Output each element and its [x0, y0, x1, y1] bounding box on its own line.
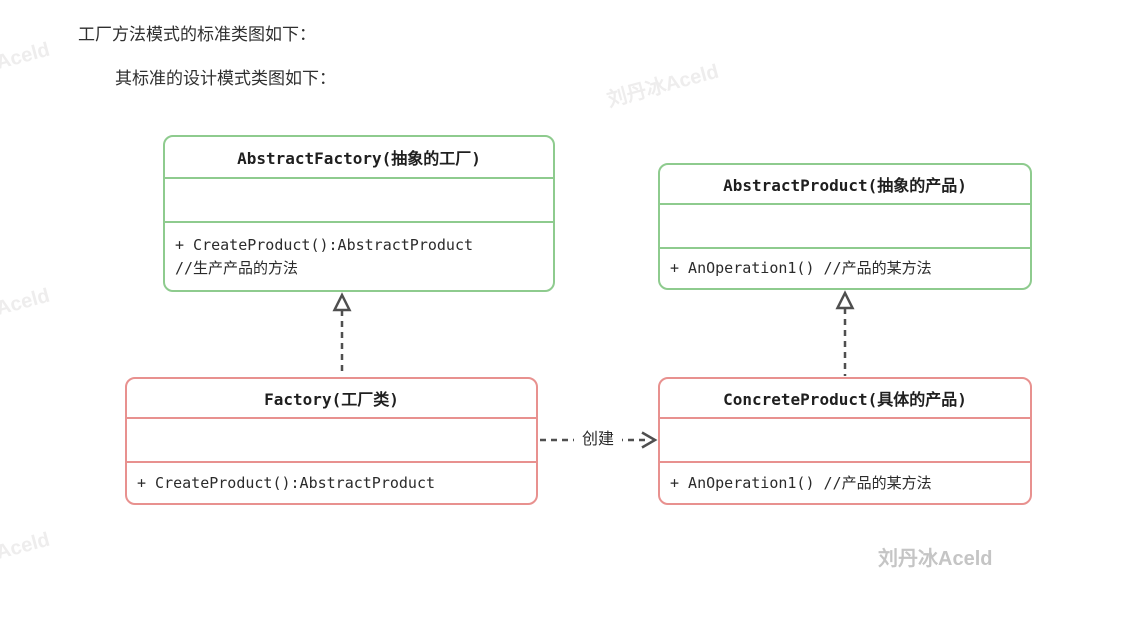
class-methods-section: + AnOperation1() //产品的某方法 — [660, 461, 1030, 503]
method-line: + AnOperation1() //产品的某方法 — [670, 473, 932, 492]
hollow-triangle-arrowhead-icon — [332, 292, 352, 312]
watermark-text: 刘丹冰Aceld — [0, 284, 53, 336]
realization-arrow-concrete-product-to-abstract-product — [835, 290, 855, 376]
class-title: ConcreteProduct(具体的产品) — [723, 390, 967, 409]
class-box-abstract-factory: AbstractFactory(抽象的工厂) + CreateProduct()… — [163, 135, 555, 292]
class-attributes-section — [127, 417, 536, 461]
class-methods-section: + AnOperation1() //产品的某方法 — [660, 247, 1030, 288]
hollow-triangle-arrowhead-icon — [835, 290, 855, 310]
watermark-text: 刘丹冰Aceld — [604, 60, 722, 112]
class-attributes-section — [165, 177, 553, 221]
watermark-text: 刘丹冰Aceld — [0, 528, 53, 580]
class-attributes-section — [660, 203, 1030, 247]
class-title: AbstractProduct(抽象的产品) — [723, 176, 967, 195]
class-title: AbstractFactory(抽象的工厂) — [237, 149, 481, 168]
class-box-factory: Factory(工厂类) + CreateProduct():AbstractP… — [125, 377, 538, 505]
class-methods-section: + CreateProduct():AbstractProduct //生产产品… — [165, 221, 553, 290]
class-title: Factory(工厂类) — [264, 390, 399, 409]
method-comment-line: //生产产品的方法 — [175, 258, 299, 277]
method-line: + CreateProduct():AbstractProduct — [175, 235, 474, 254]
method-line: + AnOperation1() //产品的某方法 — [670, 259, 932, 277]
class-attributes-section — [660, 417, 1030, 461]
dependency-arrow-label: 创建 — [574, 428, 622, 452]
watermark-text: 刘丹冰Aceld — [0, 38, 53, 90]
open-arrowhead-icon — [641, 431, 658, 449]
heading-line-2: 其标准的设计模式类图如下： — [115, 69, 336, 88]
method-line: + CreateProduct():AbstractProduct — [137, 473, 436, 492]
heading-line-1: 工厂方法模式的标准类图如下： — [78, 25, 316, 44]
class-methods-section: + CreateProduct():AbstractProduct — [127, 461, 536, 503]
class-box-concrete-product: ConcreteProduct(具体的产品) + AnOperation1() … — [658, 377, 1032, 505]
class-box-abstract-product: AbstractProduct(抽象的产品) + AnOperation1() … — [658, 163, 1032, 290]
realization-arrow-factory-to-abstract-factory — [332, 292, 352, 376]
author-signature: 刘丹冰Aceld — [878, 548, 993, 570]
